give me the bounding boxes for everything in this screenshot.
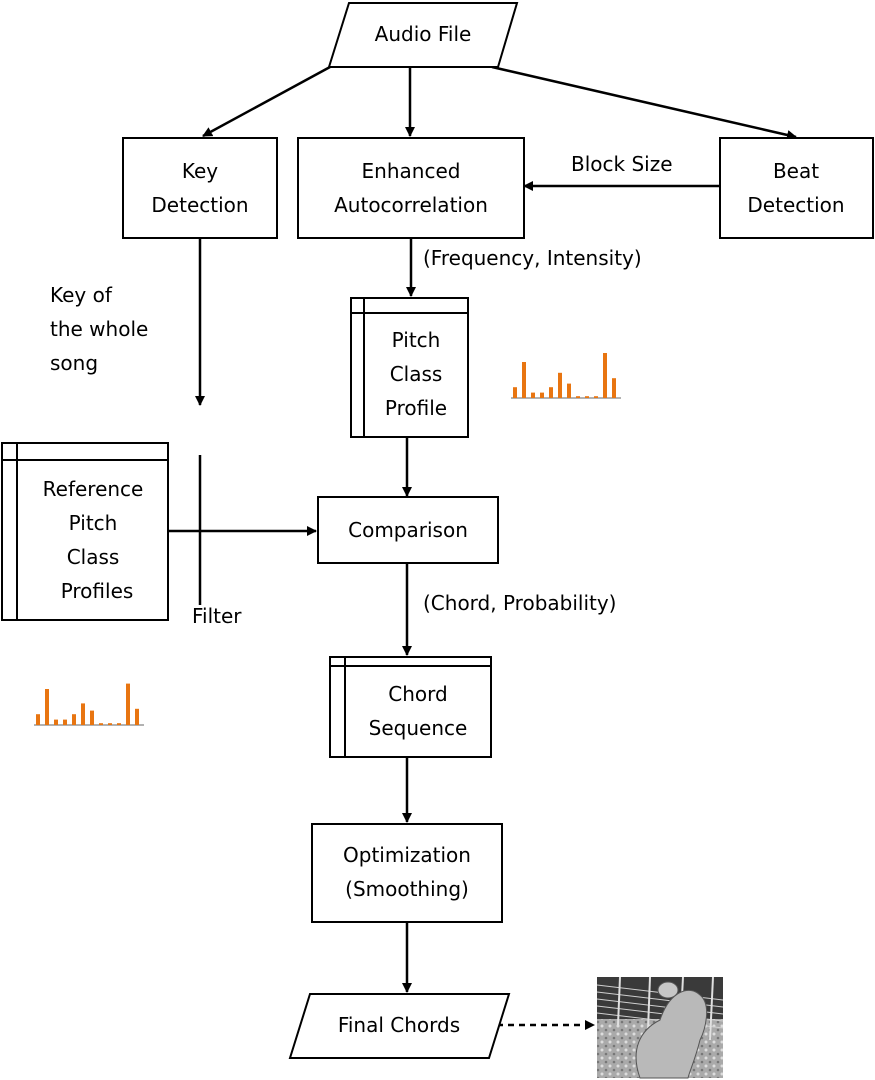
reference-histogram-bar <box>63 719 67 725</box>
pitch-histogram-bar <box>612 378 616 398</box>
pitch-histogram-bar <box>522 362 526 398</box>
autocorrelation-line-1: Enhanced <box>362 159 461 183</box>
arrow-audio-to-beat <box>491 65 797 140</box>
reference-histogram-bar <box>117 723 121 725</box>
pitch-histogram-bar <box>513 387 517 398</box>
pitch-histogram-bar <box>549 387 553 398</box>
reference-line-4: Profiles <box>61 579 134 603</box>
reference-histogram-bar <box>99 723 103 725</box>
pitch-class-profile-line-2: Class <box>390 362 443 386</box>
beat-detection-line-2: Detection <box>747 193 844 217</box>
key-of-song-line-2: the whole <box>50 317 148 341</box>
audio-file-label: Audio File <box>375 22 472 46</box>
autocorrelation-line-2: Autocorrelation <box>334 193 488 217</box>
connectors <box>168 65 797 1030</box>
node-reference-pitch-class-profiles: Reference Pitch Class Profiles <box>1 442 169 621</box>
pitch-histogram-bar <box>540 392 544 398</box>
reference-histogram-bar <box>135 708 139 725</box>
optimization-line-1: Optimization <box>343 843 471 867</box>
reference-profile-histogram <box>34 683 144 726</box>
pitch-profile-histogram <box>511 353 621 399</box>
arrow-audio-to-key <box>202 65 331 138</box>
beat-detection-line-1: Beat <box>773 159 819 183</box>
chord-probability-label: (Chord, Probability) <box>423 591 617 615</box>
frequency-intensity-label: (Frequency, Intensity) <box>423 246 642 270</box>
pitch-histogram-bar <box>594 396 598 398</box>
reference-histogram-bar <box>126 683 130 725</box>
node-audio-file: Audio File <box>327 2 519 68</box>
final-chords-label: Final Chords <box>338 1013 460 1037</box>
reference-histogram-bar <box>90 710 94 725</box>
node-enhanced-autocorrelation: Enhanced Autocorrelation <box>297 137 525 239</box>
key-of-song-line-1: Key of <box>50 283 113 307</box>
pitch-histogram-bar <box>603 353 607 398</box>
pitch-class-profile-line-3: Profile <box>385 396 447 420</box>
pitch-class-profile-line-1: Pitch <box>392 328 441 352</box>
comparison-label: Comparison <box>348 518 468 542</box>
reference-histogram-bar <box>81 703 85 725</box>
reference-line-3: Class <box>67 545 120 569</box>
pitch-histogram-bar <box>531 392 535 398</box>
key-detection-line-1: Key <box>182 159 218 183</box>
node-pitch-class-profile: Pitch Class Profile <box>350 297 469 438</box>
block-size-label: Block Size <box>571 152 673 176</box>
guitar-photo <box>596 976 724 1079</box>
chord-sequence-line-2: Sequence <box>369 716 468 740</box>
filter-label: Filter <box>192 604 242 628</box>
pitch-histogram-bar <box>558 372 562 398</box>
reference-histogram-bar <box>36 714 40 725</box>
node-chord-sequence: Chord Sequence <box>329 656 492 758</box>
chord-sequence-line-1: Chord <box>388 682 447 706</box>
key-detection-line-2: Detection <box>151 193 248 217</box>
node-key-detection: Key Detection <box>122 137 278 239</box>
node-comparison: Comparison <box>317 496 499 564</box>
reference-line-2: Pitch <box>69 511 118 535</box>
node-beat-detection: Beat Detection <box>719 137 874 239</box>
reference-histogram-bar <box>45 689 49 725</box>
reference-histogram-bar <box>108 723 112 725</box>
reference-line-1: Reference <box>43 477 144 501</box>
node-optimization: Optimization (Smoothing) <box>311 823 503 923</box>
node-final-chords: Final Chords <box>288 993 511 1059</box>
reference-histogram-bar <box>54 719 58 725</box>
key-of-song-line-3: song <box>50 351 98 375</box>
pitch-histogram-bar <box>567 383 571 398</box>
pitch-histogram-bar <box>585 396 589 398</box>
optimization-line-2: (Smoothing) <box>345 877 469 901</box>
pitch-histogram-bar <box>576 396 580 398</box>
reference-histogram-bar <box>72 714 76 725</box>
